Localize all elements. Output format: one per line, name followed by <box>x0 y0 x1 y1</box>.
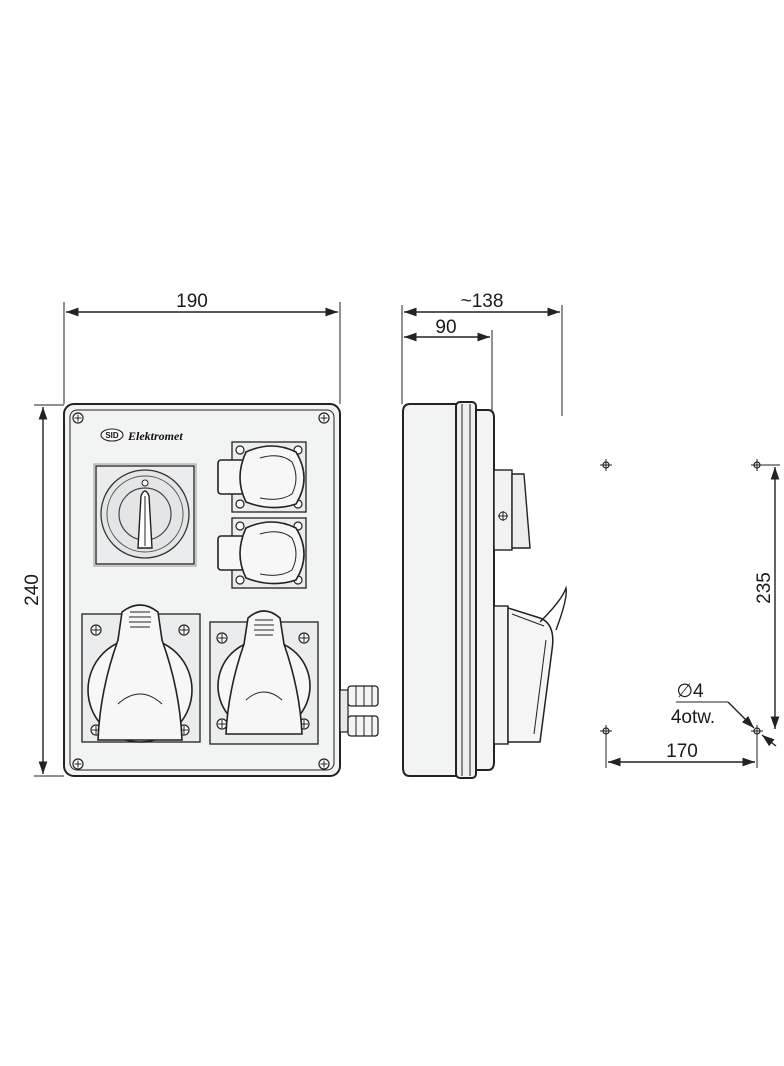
dimension-height-label: 240 <box>22 574 43 606</box>
large-socket-right <box>209 610 319 745</box>
brand-logo: SID Elektromet <box>100 428 183 443</box>
small-socket-top <box>217 441 307 513</box>
large-socket-left <box>81 604 201 743</box>
hole-diameter-callout: ∅4 4otw. <box>671 681 777 747</box>
corner-screws <box>72 412 330 770</box>
brand-badge: SID <box>105 431 119 440</box>
side-view: ~138 90 <box>401 291 567 779</box>
switch-side <box>493 469 531 551</box>
dimension-hole-vertical: 235 <box>754 464 780 729</box>
cable-glands <box>339 685 379 737</box>
enclosure-side <box>402 403 459 777</box>
mounting-hole-top-left <box>600 459 612 471</box>
dimension-height: 240 <box>22 404 64 777</box>
dimension-width: 190 <box>63 291 341 404</box>
socket-side <box>493 585 567 745</box>
mounting-hole-top-right <box>751 459 763 471</box>
dimension-depth-total: ~138 <box>401 291 563 416</box>
mounting-hole-bottom-left <box>600 725 612 737</box>
dimension-width-label: 190 <box>176 291 208 312</box>
small-socket-bottom <box>217 517 307 589</box>
front-view: 190 240 SID Elektromet <box>22 291 379 777</box>
mounting-pattern: 235 170 ∅4 4otw. <box>600 459 780 768</box>
brand-name: Elektromet <box>127 429 183 443</box>
dimension-hole-vertical-label: 235 <box>754 572 775 604</box>
dimension-depth-total-label: ~138 <box>461 291 504 312</box>
mounting-hole-bottom-right <box>751 725 763 737</box>
rotary-switch <box>93 463 197 567</box>
hole-diameter-label: ∅4 <box>676 681 704 702</box>
dimension-hole-horizontal: 170 <box>605 737 758 768</box>
dimension-depth-body-label: 90 <box>435 317 456 338</box>
hole-count-label: 4otw. <box>671 707 715 728</box>
dimension-hole-horizontal-label: 170 <box>666 741 698 762</box>
